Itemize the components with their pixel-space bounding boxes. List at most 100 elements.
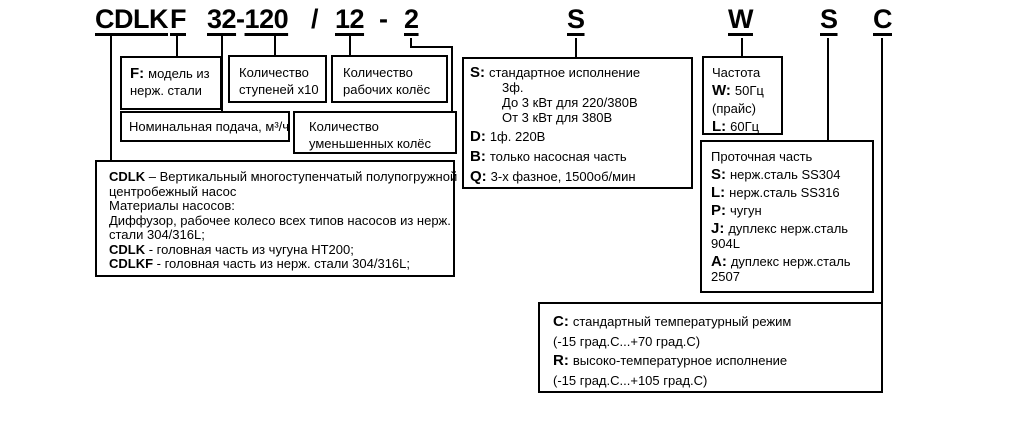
temperature-row: R:высоко-температурное исполнение — [553, 351, 877, 371]
nominal-flow-box: Номинальная подача, м³/ч — [120, 111, 290, 142]
variant-prefix: S: — [470, 64, 485, 81]
wet-end-prefix: A: — [711, 253, 727, 270]
wet-end-text: чугун — [730, 203, 762, 218]
variant-text: 1ф. 220В — [489, 129, 546, 144]
cdlk-desc-line: стали 304/316L; — [109, 227, 449, 243]
variant-row: Q:3-х фазное, 1500об/мин — [470, 169, 691, 185]
reduced-impellers-text: Количество уменьшенных колёс — [309, 119, 432, 151]
temperature-row: (-15 град.С...+70 град.С) — [553, 332, 877, 352]
model-code-cdlk: CDLK — [95, 4, 169, 34]
temperature-box: C:стандартный температурный режим (-15 г… — [538, 302, 883, 393]
frequency-text: 50Гц — [734, 83, 764, 98]
frequency-text: 60Гц — [730, 119, 760, 134]
f-model-prefix: F: — [130, 65, 145, 82]
impellers-box: Количество рабочих колёс — [331, 55, 448, 103]
cdlk-desc-bold: CDLKF — [109, 256, 154, 271]
wet-end-box: Проточная часть S: нерж.сталь SS304 L:нер… — [700, 140, 874, 293]
wet-end-prefix: P: — [711, 202, 726, 219]
variant-text: стандартное исполнение — [489, 65, 641, 80]
stages-x10-text: Количество ступеней x10 — [239, 65, 319, 97]
cdlk-desc-line: центробежный насос — [109, 183, 449, 200]
model-code-frequency-w: W — [728, 4, 753, 34]
cdlk-desc-text: - головная часть из чугуна НТ200; — [145, 241, 354, 257]
reduced-impellers-box: Количество уменьшенных колёс — [293, 111, 457, 154]
frequency-row: L:60Гц — [712, 118, 781, 136]
frequency-row: W:50Гц — [712, 82, 781, 100]
connector-frequency — [741, 38, 743, 58]
frequency-row: (прайс) — [712, 100, 781, 118]
temperature-prefix: C: — [553, 313, 569, 330]
model-code-flow-hyphen: - — [236, 4, 245, 34]
variant-row: От 3 кВт для 380В — [470, 110, 691, 125]
connector-impellers — [349, 36, 351, 57]
variant-row: S: стандартное исполнение — [470, 65, 691, 80]
wet-end-prefix: S: — [711, 166, 726, 183]
connector-temperature — [881, 38, 883, 304]
wet-end-prefix: J: — [711, 220, 725, 237]
connector-reduced-v2 — [451, 46, 453, 113]
variant-text: 3-х фазное, 1500об/мин — [490, 169, 636, 184]
variant-row: D:1ф. 220В — [470, 129, 691, 145]
temperature-text: (-15 град.С...+70 град.С) — [553, 333, 701, 349]
f-model-text: модель из нерж. стали — [130, 66, 210, 98]
cdlk-desc-text: – Вертикальный многоступенчатый полупогр… — [145, 169, 458, 184]
stages-x10-box: Количество ступеней x10 — [228, 55, 327, 103]
impellers-text: Количество рабочих колёс — [343, 65, 431, 97]
frequency-text: (прайс) — [712, 101, 756, 116]
model-code-temperature-c: C — [873, 4, 893, 34]
frequency-box: Частота W:50Гц (прайс) L:60Гц — [702, 56, 783, 135]
frequency-prefix: L: — [712, 118, 727, 135]
temperature-row: C:стандартный температурный режим — [553, 312, 877, 332]
temperature-text: (-15 град.С...+105 град.С) — [553, 372, 708, 388]
variant-text: только насосная часть — [489, 149, 627, 164]
variant-box: S: стандартное исполнение 3ф. До 3 кВт дл… — [462, 57, 693, 189]
cdlk-description-box: CDLK – Вертикальный многоступенчатый пол… — [95, 160, 457, 277]
wet-end-prefix: L: — [711, 184, 726, 201]
wet-end-row: S: нерж.сталь SS304 — [711, 167, 864, 182]
temperature-text: стандартный температурный режим — [572, 314, 792, 329]
variant-row: B:только насосная часть — [470, 149, 691, 165]
wet-end-text: дуплекс нерж.сталь 904L — [711, 221, 849, 251]
wet-end-row: J:дуплекс нерж.сталь 904L — [711, 221, 864, 251]
connector-cdlk — [110, 36, 112, 160]
wet-end-text: дуплекс нерж.сталь 2507 — [711, 254, 851, 284]
cdlk-desc-line: CDLK – Вертикальный многоступенчатый пол… — [109, 169, 457, 185]
model-code-slash: / — [311, 4, 319, 34]
temperature-row: (-15 град.С...+105 град.С) — [553, 371, 877, 391]
variant-prefix: Q: — [470, 168, 487, 185]
variant-row: 3ф. — [470, 80, 691, 95]
cdlk-desc-bold: CDLK — [109, 169, 146, 184]
cdlk-desc-text: Материалы насосов: — [109, 198, 235, 213]
cdlk-desc-text: стали 304/316L; — [109, 227, 205, 242]
connector-f — [176, 36, 178, 58]
model-code-f: F — [170, 4, 187, 34]
cdlk-desc-line: Материалы насосов: — [109, 198, 449, 214]
temperature-prefix: R: — [553, 352, 569, 369]
connector-reduced-v1 — [410, 38, 412, 48]
variant-prefix: D: — [470, 128, 486, 145]
connector-flow — [221, 36, 223, 113]
variant-text: До 3 кВт для 220/380В — [502, 95, 638, 110]
connector-reduced-h — [410, 46, 453, 48]
connector-wetend — [827, 38, 829, 142]
wet-end-text: нерж.сталь SS316 — [729, 185, 840, 200]
cdlk-desc-text: центробежный насос — [109, 183, 237, 199]
wet-end-title: Проточная часть — [711, 149, 813, 164]
cdlk-desc-line: CDLKF - головная часть из нерж. стали 30… — [109, 256, 449, 272]
frequency-title: Частота — [712, 65, 761, 80]
model-code-wetend-s: S — [820, 4, 838, 34]
model-code-reduced: 2 — [404, 4, 419, 34]
frequency-prefix: W: — [712, 82, 731, 99]
wet-end-text: нерж.сталь SS304 — [730, 167, 841, 182]
wet-end-row: L:нерж.сталь SS316 — [711, 185, 864, 200]
wet-end-row: A:дуплекс нерж.сталь 2507 — [711, 254, 864, 284]
cdlk-desc-line: Диффузор, рабочее колесо всех типов насо… — [109, 213, 451, 229]
model-code-flow-b: 120 — [244, 4, 289, 34]
temperature-text: высоко-температурное исполнение — [572, 353, 788, 368]
cdlk-desc-text: - головная часть из нерж. стали 304/316L… — [153, 256, 410, 271]
cdlk-desc-bold: CDLK — [109, 241, 146, 257]
f-model-box: F:модель из нерж. стали — [120, 56, 222, 110]
variant-text: От 3 кВт для 380В — [502, 110, 613, 125]
model-code-stages: 12 — [335, 4, 365, 34]
